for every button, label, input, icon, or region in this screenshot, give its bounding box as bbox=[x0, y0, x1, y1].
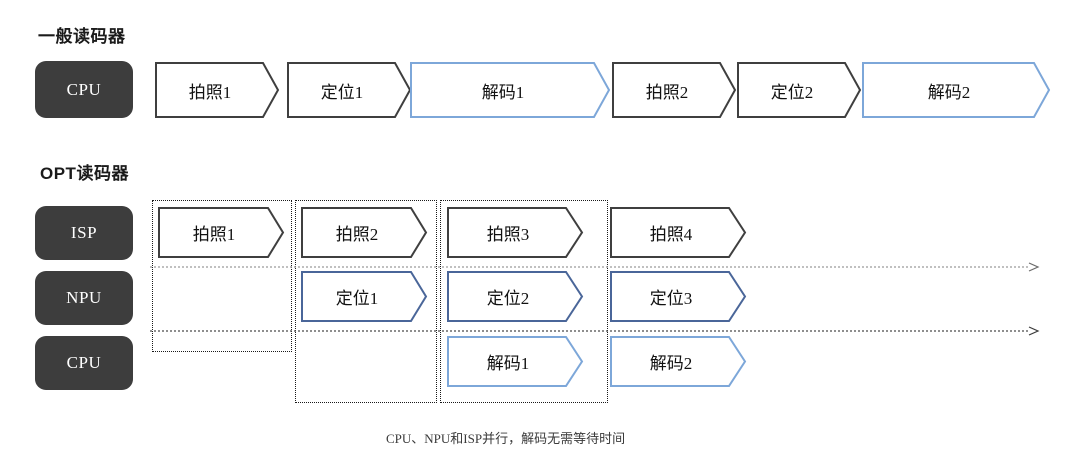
task-chevron-dingwei1-general[interactable]: 定位1 bbox=[287, 62, 412, 118]
task-chevron-jiema1-general[interactable]: 解码1 bbox=[410, 62, 611, 118]
lane-label-cpu-opt: CPU bbox=[35, 336, 133, 390]
diagram-caption: CPU、NPU和ISP并行，解码无需等待时间 bbox=[386, 431, 626, 446]
section-title-opt-reader: OPT读码器 bbox=[40, 164, 129, 183]
task-chevron-jiema2-cpu[interactable]: 解码2 bbox=[610, 336, 747, 387]
task-chevron-paizhao1-general[interactable]: 拍照1 bbox=[155, 62, 280, 118]
task-chevron-dingwei3-npu[interactable]: 定位3 bbox=[610, 271, 747, 322]
timeline-arrow-npu bbox=[150, 326, 1040, 336]
task-chevron-dingwei2-general[interactable]: 定位2 bbox=[737, 62, 862, 118]
task-chevron-paizhao2-isp[interactable]: 拍照2 bbox=[301, 207, 428, 258]
lane-label-isp: ISP bbox=[35, 206, 133, 260]
lane-label-npu: NPU bbox=[35, 271, 133, 325]
task-chevron-paizhao2-general[interactable]: 拍照2 bbox=[612, 62, 737, 118]
task-chevron-jiema1-cpu[interactable]: 解码1 bbox=[447, 336, 584, 387]
pipeline-stage-box-3 bbox=[440, 200, 608, 403]
task-chevron-jiema2-general[interactable]: 解码2 bbox=[862, 62, 1051, 118]
pipeline-stage-box-1 bbox=[152, 200, 292, 352]
lane-label-cpu-general: CPU bbox=[35, 61, 133, 118]
timeline-arrow-isp bbox=[150, 262, 1040, 272]
pipeline-stage-box-2 bbox=[295, 200, 437, 403]
task-chevron-dingwei2-npu[interactable]: 定位2 bbox=[447, 271, 584, 322]
section-title-general-reader: 一般读码器 bbox=[38, 27, 126, 46]
task-chevron-paizhao4-isp[interactable]: 拍照4 bbox=[610, 207, 747, 258]
task-chevron-dingwei1-npu[interactable]: 定位1 bbox=[301, 271, 428, 322]
task-chevron-paizhao1-isp[interactable]: 拍照1 bbox=[158, 207, 285, 258]
task-chevron-paizhao3-isp[interactable]: 拍照3 bbox=[447, 207, 584, 258]
